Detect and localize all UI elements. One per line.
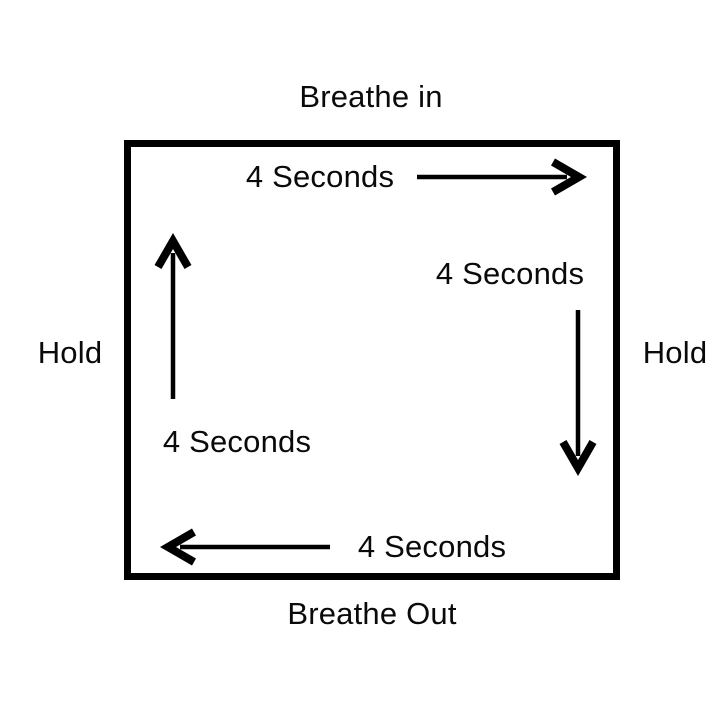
arrow-right-icon bbox=[415, 157, 587, 197]
hold-left-label: Hold bbox=[37, 335, 103, 370]
right-duration-label: 4 Seconds bbox=[435, 256, 585, 291]
hold-right-label: Hold bbox=[642, 335, 708, 370]
breathe-out-label: Breathe Out bbox=[287, 596, 457, 631]
arrow-left-icon bbox=[160, 527, 332, 567]
bottom-duration-label: 4 Seconds bbox=[357, 529, 507, 564]
breathe-in-label: Breathe in bbox=[299, 79, 443, 114]
breathing-square-outline bbox=[124, 140, 620, 580]
arrow-up-icon bbox=[153, 233, 193, 401]
top-duration-label: 4 Seconds bbox=[245, 159, 395, 194]
left-duration-label: 4 Seconds bbox=[162, 424, 312, 459]
arrow-down-icon bbox=[558, 308, 598, 476]
